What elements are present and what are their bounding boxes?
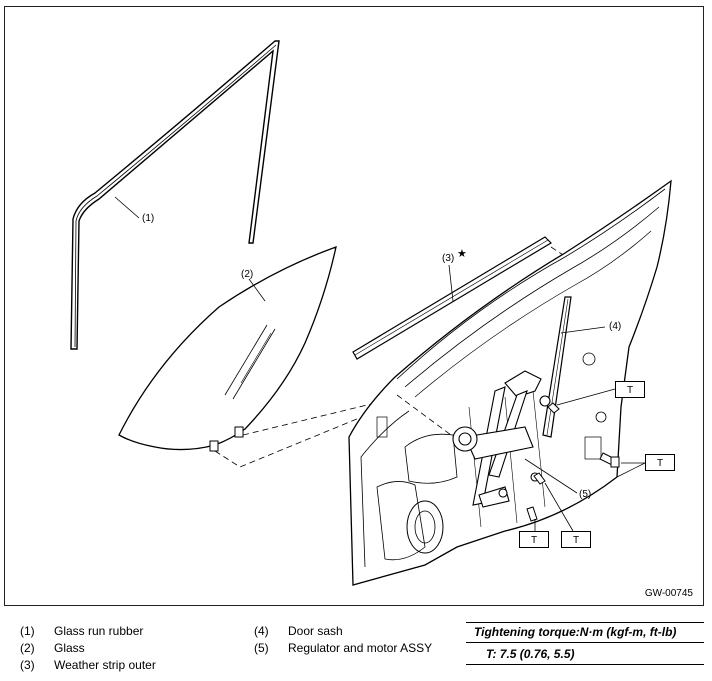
torque-marker: T: [561, 531, 591, 548]
diagram-frame: (1) (2) (3) ★ (4) (5) T T T T GW-00745: [4, 6, 704, 606]
star-symbol: ★: [457, 248, 467, 260]
glass-run-rubber: [70, 40, 280, 350]
torque-marker: T: [519, 531, 549, 548]
leader-1: [114, 196, 140, 219]
regulator-assy: [452, 370, 551, 508]
legend-label: Door sash: [288, 624, 343, 638]
leader-5: [524, 458, 578, 494]
legend-item: (3)Weather strip outer: [20, 658, 156, 672]
legend-label: Regulator and motor ASSY: [288, 641, 433, 655]
callout-weather-strip: (3): [442, 253, 455, 264]
bolts: [526, 402, 620, 522]
weather-strip-outer: [352, 236, 552, 360]
figure-code: GW-00745: [644, 588, 693, 599]
torque-title: Tightening torque:N·m (kgf-m, ft-lb): [466, 622, 704, 643]
legend-item: (2)Glass: [20, 641, 85, 655]
callout-glass: (2): [241, 269, 254, 280]
legend-item: (4)Door sash: [254, 624, 343, 638]
torque-marker: T: [615, 381, 645, 398]
callout-glass-run-rubber: (1): [142, 213, 155, 224]
legend-label: Weather strip outer: [54, 658, 156, 672]
legend-label: Glass: [54, 641, 85, 655]
torque-marker: T: [645, 454, 675, 471]
legend-item: (1)Glass run rubber: [20, 624, 144, 638]
legend-item: (5)Regulator and motor ASSY: [254, 641, 433, 655]
callout-regulator: (5): [579, 489, 592, 500]
leader-2: [248, 278, 266, 302]
torque-table: Tightening torque:N·m (kgf-m, ft-lb) T: …: [466, 622, 704, 665]
exploded-diagram: [70, 40, 672, 586]
legend-label: Glass run rubber: [54, 624, 144, 638]
leader-4: [560, 326, 606, 334]
torque-value: T: 7.5 (0.76, 5.5): [466, 643, 704, 665]
callout-door-sash: (4): [609, 321, 622, 332]
leader-3: [448, 264, 454, 302]
glass-panel: [118, 245, 337, 452]
